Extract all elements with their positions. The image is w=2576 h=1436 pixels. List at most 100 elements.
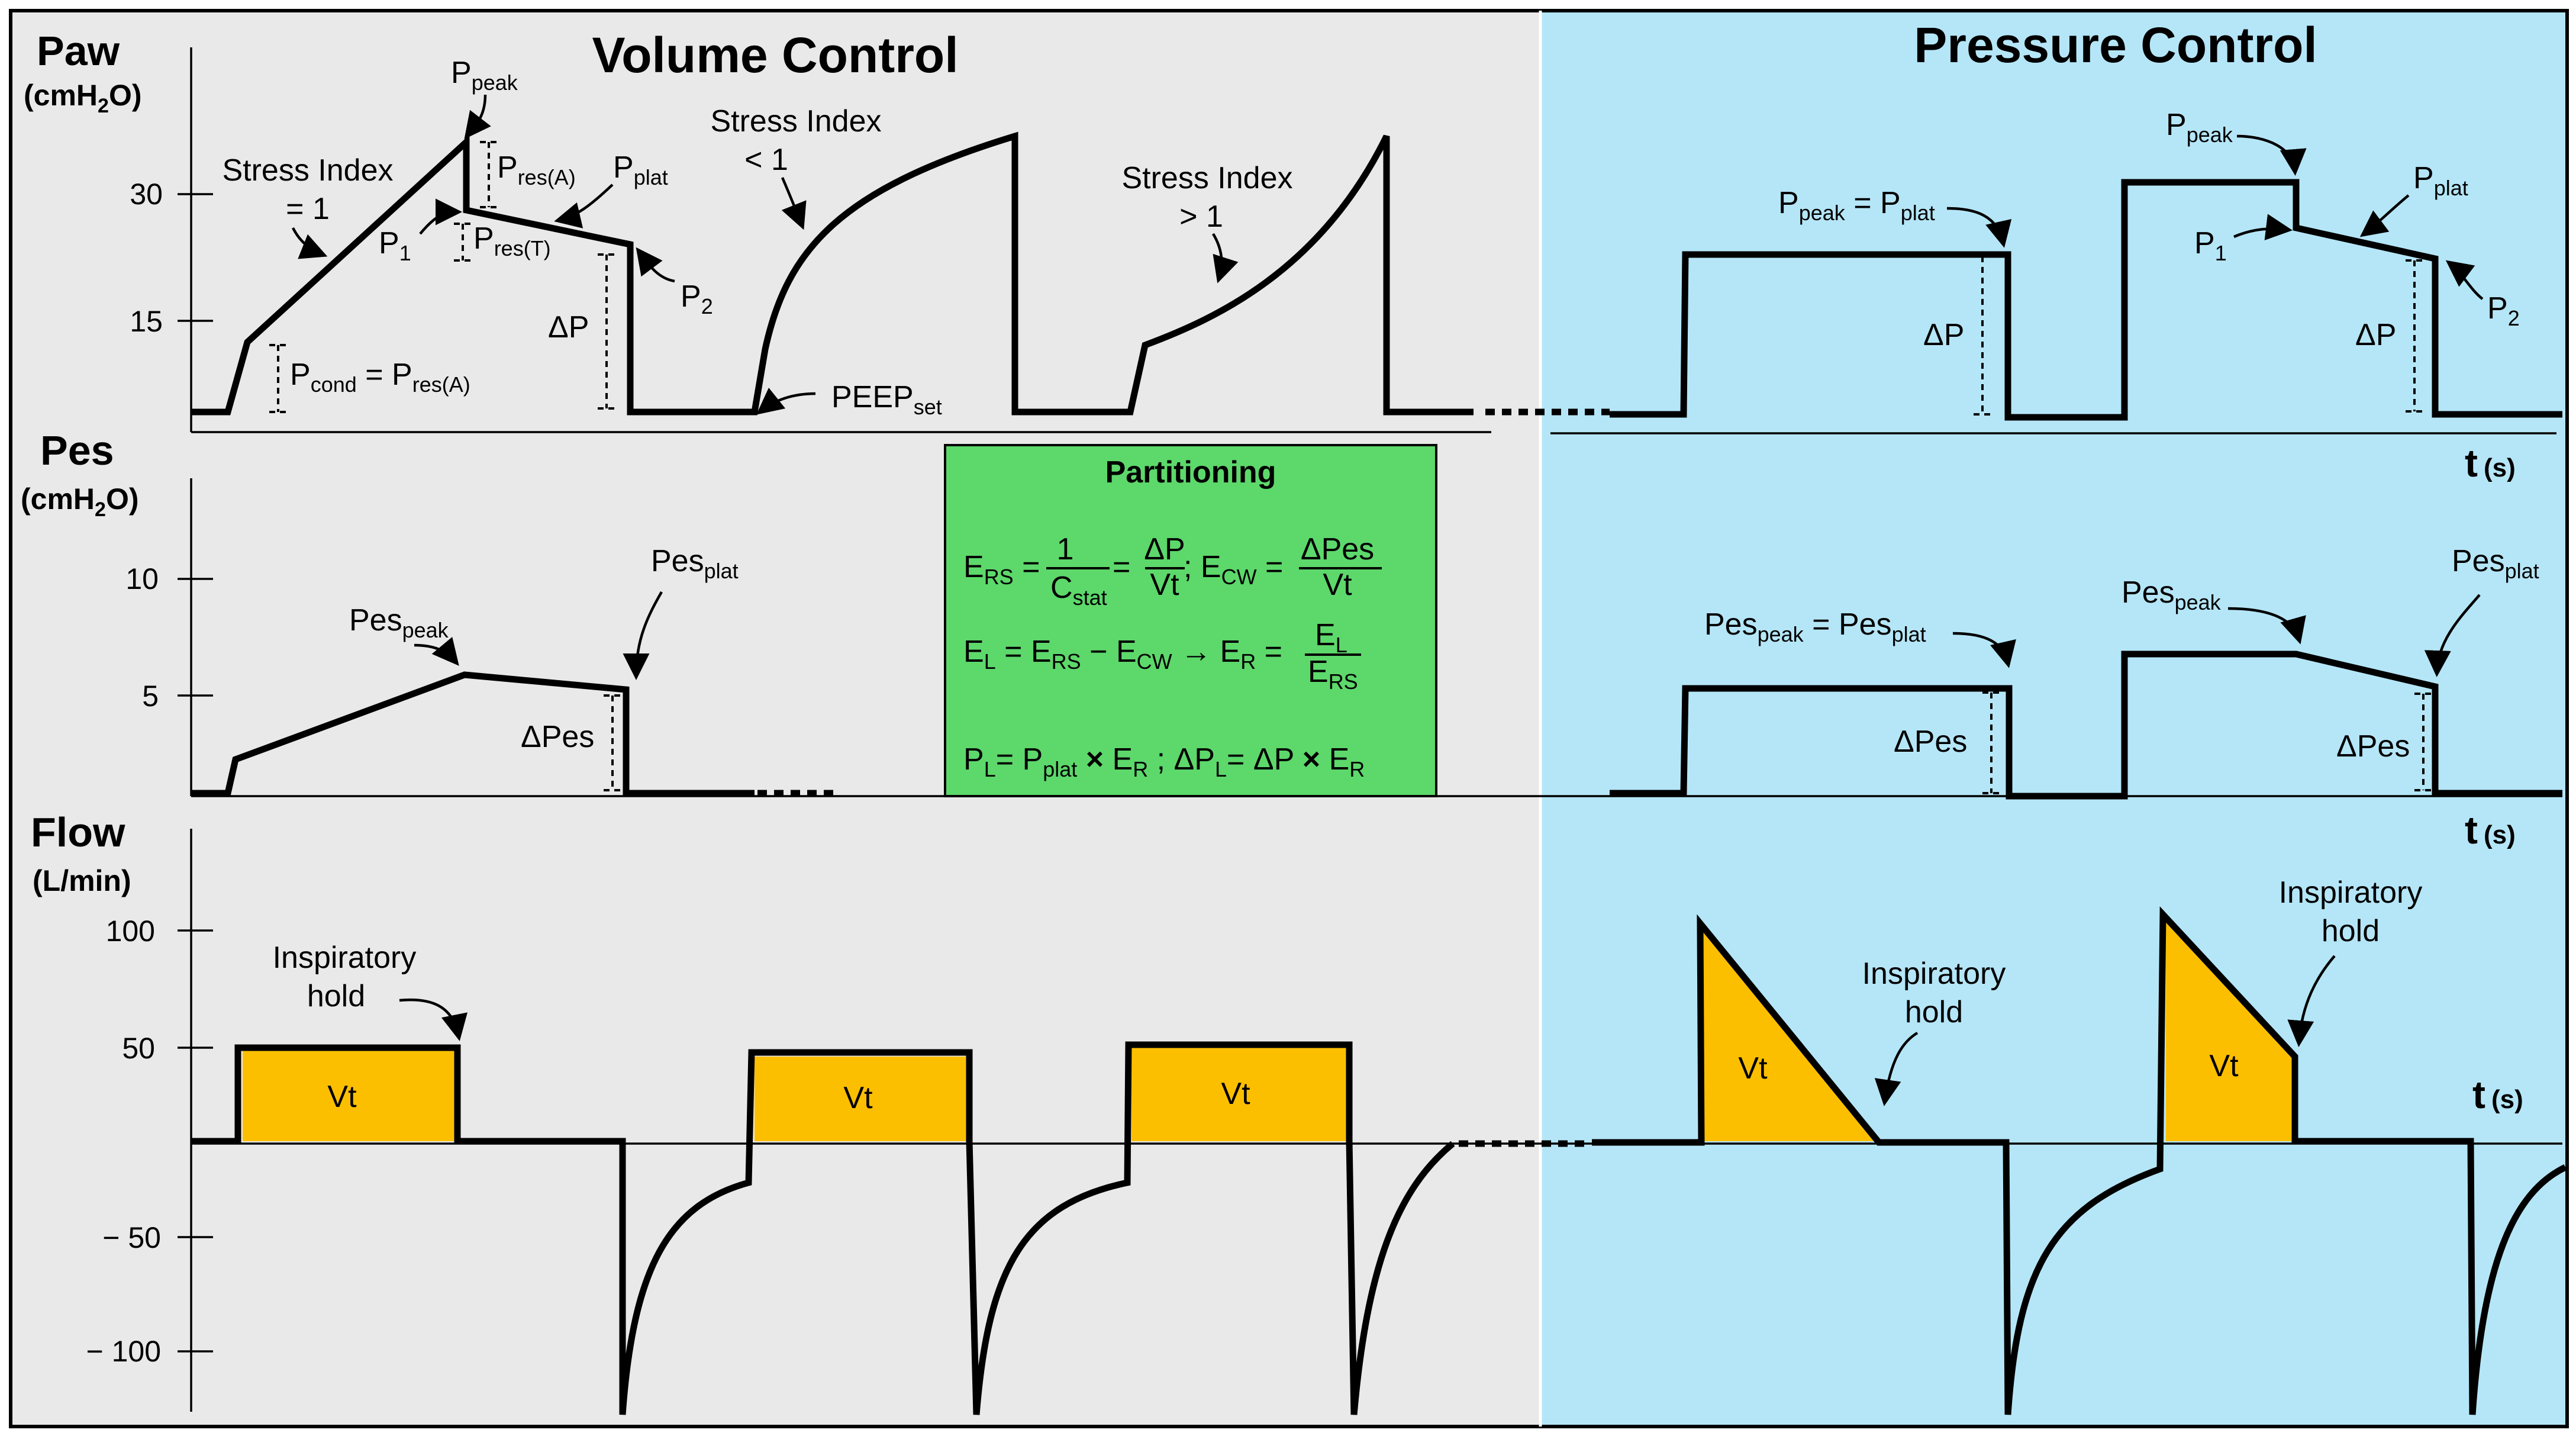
flow-tick-label-minus50: − 50 xyxy=(102,1221,161,1254)
vc-p2-label: P2 xyxy=(681,279,713,318)
pc-pplat-arrow xyxy=(2359,194,2410,237)
vc-stress-index-gt1: Stress Index> 1 xyxy=(1121,161,1292,234)
pc-p2-arrow xyxy=(2445,260,2484,300)
svg-text:PL= Pplat × ER ; ΔPL= ΔP × ER: PL= Pplat × ER ; ΔPL= ΔP × ER xyxy=(963,742,1365,781)
pc-p2-label: P2 xyxy=(2487,291,2520,330)
pc-hold-arrow-2 xyxy=(2287,955,2336,1047)
vc-presa-bracket xyxy=(480,141,498,208)
flow-tick-label-minus100: − 100 xyxy=(86,1335,161,1368)
paw-axis-title: Paw xyxy=(37,28,120,74)
pc-pes-eq-arrow xyxy=(1952,632,2016,668)
pc-deltap-bracket-2 xyxy=(2406,259,2423,413)
pc-deltapes-bracket-2 xyxy=(2414,693,2432,791)
flow-time-label: t(s) xyxy=(2472,1073,2523,1116)
pc-pes-eq-label: Pespeak = Pesplat xyxy=(1704,607,1926,646)
vc-presa-label: Pres(A) xyxy=(497,150,576,189)
svg-text:ΔP: ΔP xyxy=(1144,532,1185,566)
flow-axis-title: Flow xyxy=(31,809,125,855)
vc-pplat-arrow xyxy=(554,183,614,228)
pc-pesplat-arrow xyxy=(2424,594,2481,677)
paw-tick-label-15: 15 xyxy=(130,305,163,338)
vc-stress-index-lt1-arrow xyxy=(781,177,807,230)
pc-deltapes-bracket-1 xyxy=(1982,691,2000,794)
svg-text:; ECW =: ; ECW = xyxy=(1184,550,1283,589)
vc-pesplat-arrow xyxy=(623,591,663,680)
flow-tick-label-50: 50 xyxy=(122,1032,155,1065)
pes-tick-label-10: 10 xyxy=(125,562,159,595)
pc-pespeak-arrow xyxy=(2227,607,2306,645)
figure-border xyxy=(9,9,2569,1428)
pc-pesplat-label: Pesplat xyxy=(2452,544,2539,583)
paw-time-label: t(s) xyxy=(2465,441,2516,485)
vc-vt-label-2: Vt xyxy=(843,1081,873,1115)
vc-deltapes-label: ΔPes xyxy=(521,720,594,754)
pc-pespeak-label: Pespeak xyxy=(2122,575,2222,614)
vc-p1-label: P1 xyxy=(379,226,411,265)
vc-pes-trace xyxy=(191,671,755,797)
vc-hold-arrow xyxy=(399,998,468,1041)
svg-text:Cstat: Cstat xyxy=(1050,571,1107,610)
vc-stress-index-gt1-arrow xyxy=(1212,233,1239,284)
vc-deltap-label: ΔP xyxy=(548,310,589,344)
vc-vt-label-1: Vt xyxy=(327,1080,357,1114)
vc-ppeak-label: Ppeak xyxy=(451,56,518,95)
pc-ppeak-arrow xyxy=(2236,134,2307,176)
pc-p1-arrow xyxy=(2233,214,2293,241)
volume-control-title: Volume Control xyxy=(592,27,958,83)
pc-ppeak-label: Ppeak xyxy=(2166,108,2233,147)
vc-vt-area-1 xyxy=(243,1051,456,1141)
svg-text:EL: EL xyxy=(1315,618,1347,657)
svg-text:EL = ERS − ECW → ER =: EL = ERS − ECW → ER = xyxy=(963,635,1282,674)
pc-vt-area-2 xyxy=(2166,917,2293,1141)
pc-p1-label: P1 xyxy=(2194,226,2227,265)
vc-deltap-bracket xyxy=(598,253,615,410)
vc-deltapes-bracket xyxy=(604,694,621,791)
vc-pesplat-label: Pesplat xyxy=(651,544,739,583)
vc-peep-arrow xyxy=(756,387,816,415)
pc-vt-label-2: Vt xyxy=(2209,1049,2239,1083)
pc-flow-trace xyxy=(1592,906,2567,1415)
vc-vt-label-3: Vt xyxy=(1221,1077,1250,1111)
paw-axis-unit: (cmH2O) xyxy=(24,79,142,117)
svg-text:Vt: Vt xyxy=(1150,568,1179,602)
pc-hold-arrow-1 xyxy=(1874,1032,1919,1106)
svg-text:ΔPes: ΔPes xyxy=(1301,532,1374,566)
pc-pes-trace xyxy=(1610,651,2562,800)
pressure-control-title: Pressure Control xyxy=(1914,17,2317,73)
vc-paw-trace xyxy=(191,131,1474,416)
vc-pespeak-arrow xyxy=(414,636,459,666)
vc-vt-area-3 xyxy=(1131,1048,1347,1141)
flow-tick-label-100: 100 xyxy=(106,915,155,948)
svg-text:ERS: ERS xyxy=(1308,655,1358,694)
vc-flow-trace xyxy=(191,1041,1455,1415)
svg-text:=: = xyxy=(1113,550,1130,584)
pc-paw-trace xyxy=(1610,179,2562,421)
pc-deltap-label-1: ΔP xyxy=(1923,318,1964,352)
pes-time-label: t(s) xyxy=(2465,808,2516,852)
vc-pplat-label: Pplat xyxy=(613,150,668,189)
pc-deltap-bracket-1 xyxy=(1974,255,1991,416)
vc-ppeak-arrow xyxy=(464,94,491,140)
partitioning-box xyxy=(944,444,1437,797)
vc-stress-index-eq1-arrow xyxy=(291,227,328,259)
pc-deltapes-label-2: ΔPes xyxy=(2336,729,2410,764)
vc-p1-arrow xyxy=(419,198,462,235)
vc-peep-label: PEEPset xyxy=(831,380,942,419)
partitioning-equation-3: PL= Pplat × ER ; ΔPL= ΔP × ER xyxy=(963,742,1365,781)
pc-deltapes-label-1: ΔPes xyxy=(1894,725,1967,759)
vc-stress-index-eq1: Stress Index= 1 xyxy=(222,153,393,226)
svg-text:1: 1 xyxy=(1057,532,1074,566)
pc-ppeak-eq-pplat-label: Ppeak = Pplat xyxy=(1778,186,1935,225)
vc-stress-index-lt1: Stress Index< 1 xyxy=(710,104,881,177)
pc-vt-label-1: Vt xyxy=(1738,1051,1768,1086)
vc-prest-label: Pres(T) xyxy=(473,221,551,260)
vc-pcond-label: Pcond = Pres(A) xyxy=(290,358,470,397)
pressure-control-panel xyxy=(1540,11,2567,1427)
svg-text:Vt: Vt xyxy=(1323,568,1352,602)
pes-tick-label-5: 5 xyxy=(142,680,159,713)
pes-axis-unit: (cmH2O) xyxy=(21,482,139,521)
